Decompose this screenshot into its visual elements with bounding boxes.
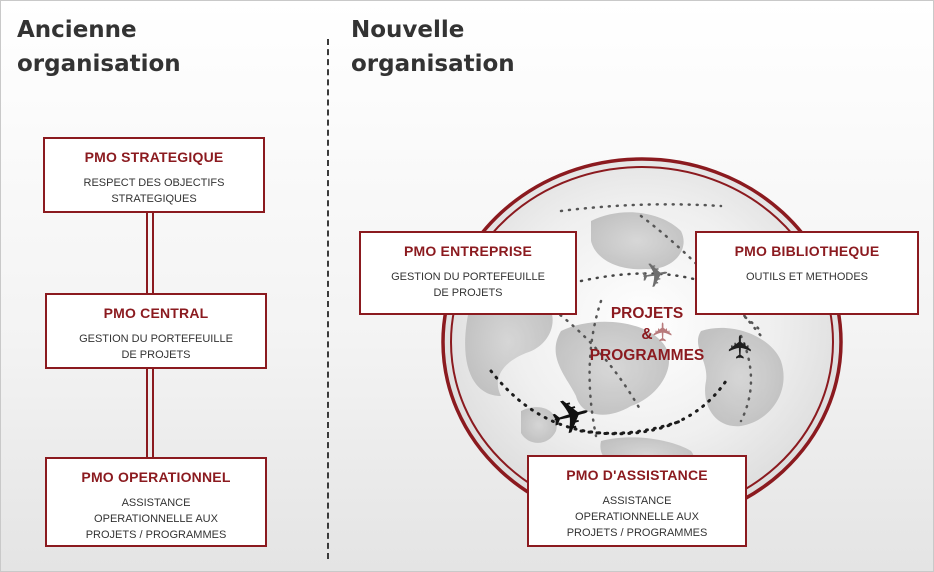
box-title: PMO BIBLIOTHEQUE (734, 243, 880, 259)
box-title: PMO STRATEGIQUE (84, 149, 224, 165)
box-title: PMO ENTREPRISE (403, 243, 533, 259)
box-title: PMO D'ASSISTANCE (566, 467, 708, 483)
pmo-entreprise-box: PMO ENTREPRISE GESTION DU PORTEFEUILLE D… (359, 231, 577, 315)
airplane-icon: ✈ (637, 253, 673, 299)
pmo-bibliotheque-box: PMO BIBLIOTHEQUE OUTILS ET METHODES (695, 231, 919, 315)
connector-central-operationnel (146, 367, 154, 459)
pmo-central-box: PMO CENTRAL GESTION DU PORTEFEUILLE DE P… (45, 293, 267, 369)
flight-route (739, 334, 753, 423)
projets-programmes-label: PROJETS & PROGRAMMES (589, 305, 705, 364)
box-description: OUTILS ET METHODES (745, 271, 869, 283)
flight-route (588, 299, 603, 438)
column-divider (327, 39, 329, 559)
box-title: PMO CENTRAL (103, 305, 209, 321)
box-title: PMO OPERATIONNEL (81, 469, 231, 485)
pmo-operationnel-box: PMO OPERATIONNEL ASSISTANCE OPERATIONNEL… (45, 457, 267, 547)
box-description: RESPECT DES OBJECTIFS STRATEGIQUES (83, 177, 225, 205)
pmo-strategique-box: PMO STRATEGIQUE RESPECT DES OBJECTIFS ST… (43, 137, 265, 213)
flight-route (579, 379, 728, 436)
pmo-assistance-box: PMO D'ASSISTANCE ASSISTANCE OPERATIONNEL… (527, 455, 747, 547)
flight-route (559, 203, 723, 213)
box-description: ASSISTANCE OPERATIONNELLE AUX PROJETS / … (85, 497, 227, 541)
new-organisation-title: Nouvelle organisation (351, 17, 515, 77)
box-description: GESTION DU PORTEFEUILLE DE PROJETS (79, 333, 233, 361)
old-organisation-title: Ancienne organisation (17, 17, 181, 77)
flight-route (579, 272, 703, 283)
connector-strategique-central (146, 211, 154, 297)
airplane-icon: ✈ (721, 333, 760, 361)
world-map-icon (465, 212, 784, 471)
box-description: ASSISTANCE OPERATIONNELLE AUX PROJETS / … (566, 495, 708, 539)
box-description: GESTION DU PORTEFEUILLE DE PROJETS (391, 271, 545, 299)
